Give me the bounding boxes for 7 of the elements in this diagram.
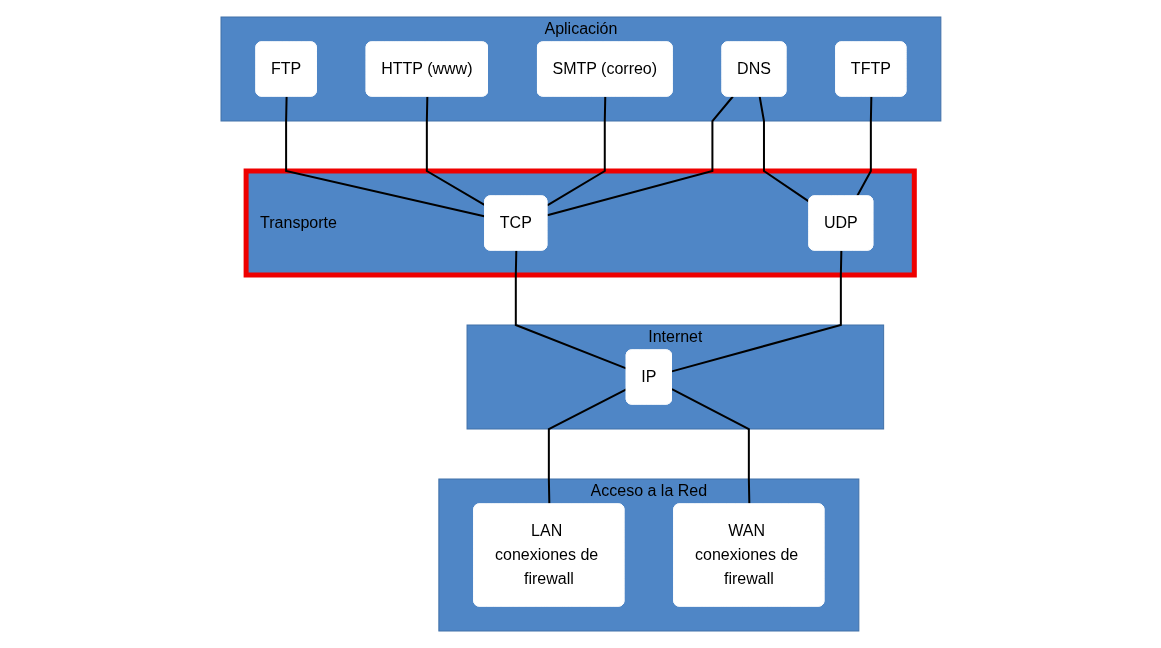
connector: [670, 388, 750, 506]
connector: [670, 249, 842, 373]
connector: [545, 95, 734, 217]
connector: [284, 95, 486, 218]
connector: [425, 95, 486, 207]
connector: [545, 95, 606, 207]
connector: [855, 95, 872, 198]
